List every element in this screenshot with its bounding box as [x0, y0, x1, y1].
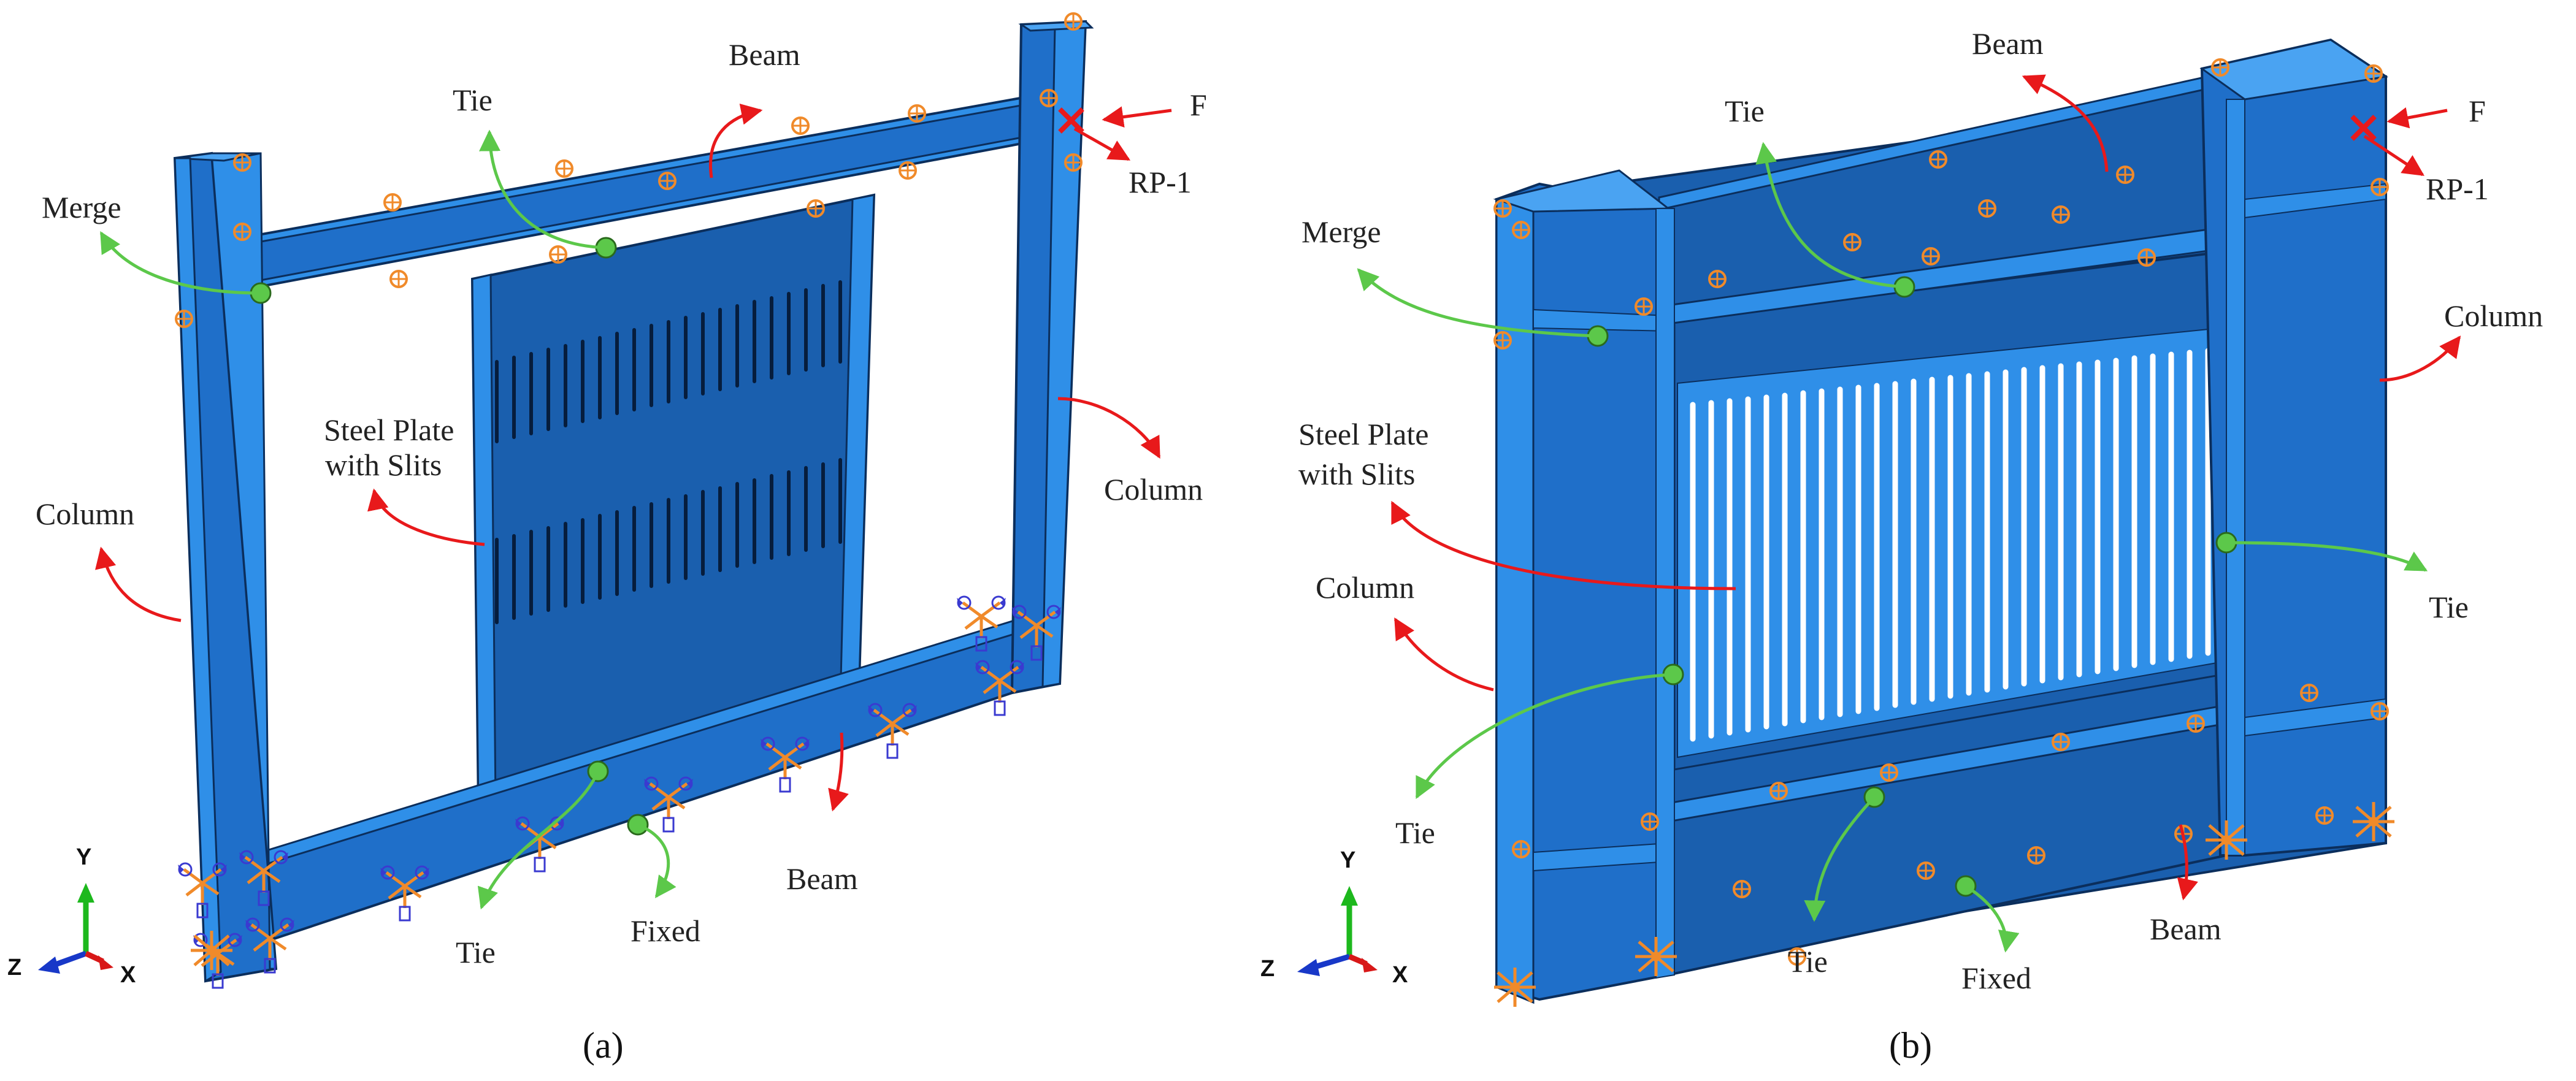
callout-plate-b [1390, 500, 1736, 590]
callout-col-left-a [95, 546, 182, 622]
callout-merge-b [1357, 268, 1598, 338]
plate-side-strip-left-a [471, 273, 497, 809]
rp1-marker-b [2350, 115, 2377, 141]
label-plate-line1-b: Steel Plate [1298, 417, 1428, 451]
left-column-outer-b [1495, 197, 1535, 1004]
slits-upper-a [495, 280, 842, 443]
callout-beam-bottom-a [828, 732, 849, 812]
caption-b: (b) [1889, 1025, 1932, 1066]
callout-beam-top-a [709, 104, 763, 178]
label-f-b: F [2469, 94, 2486, 128]
callout-f-a [1102, 106, 1172, 128]
label-column-left-a: Column [36, 497, 134, 531]
label-f-a: F [1190, 88, 1207, 122]
label-tie-right-b: Tie [2429, 590, 2469, 624]
label-column-left-b: Column [1316, 570, 1414, 605]
panel-a: Beam Tie F RP-1 Merge Steel Plate with S… [7, 12, 1207, 1066]
callout-plate-a [367, 488, 485, 546]
callout-rp-a [1073, 127, 1131, 161]
label-column-right-a: Column [1104, 472, 1203, 506]
label-beam-bottom-a: Beam [786, 861, 858, 896]
label-rp-a: RP-1 [1129, 165, 1192, 199]
panel-b: Beam Tie F RP-1 Merge Column Steel Plate… [1260, 26, 2543, 1066]
label-rp-b: RP-1 [2426, 172, 2489, 206]
axis-triad-a: Y Z X [7, 844, 136, 988]
callout-tie-top-a [479, 129, 607, 250]
axis-y-label-b: Y [1340, 847, 1355, 873]
left-column-stiff-b [1655, 208, 1675, 979]
axis-triad-b: Y Z X [1260, 847, 1408, 988]
label-tie-top-b: Tie [1725, 94, 1765, 128]
label-tie-top-a: Tie [453, 83, 493, 117]
label-tie-bottom-b: Tie [1788, 944, 1828, 979]
label-tie-left-b: Tie [1395, 816, 1435, 850]
right-column-web-b [2226, 99, 2245, 856]
callout-col-right-b [2379, 335, 2461, 382]
slits-b [1690, 348, 2211, 742]
label-merge-b: Merge [1301, 215, 1381, 249]
axis-z-label-a: Z [7, 955, 21, 980]
callout-tie-right-b [2226, 541, 2428, 572]
label-beam-bottom-b: Beam [2150, 912, 2221, 946]
axis-x-label-b: X [1392, 962, 1408, 988]
callout-tie-bottom-b [1804, 796, 1876, 922]
callout-fixed-a [637, 823, 677, 898]
callout-beam-top-b [2022, 74, 2109, 172]
right-column-cap-b [2199, 39, 2389, 101]
callout-merge-a [99, 231, 261, 295]
axis-z-label-b: Z [1260, 956, 1275, 982]
callout-beam-bottom-b [2177, 824, 2198, 901]
callout-f-b [2386, 107, 2448, 129]
callout-tie-top-b [1755, 142, 1905, 289]
label-plate-line1-a: Steel Plate [324, 413, 454, 447]
right-column-plate1-b [2244, 183, 2386, 219]
callout-tie-bottom-a [477, 771, 600, 910]
label-plate-line2-a: with Slits [325, 448, 442, 482]
rp1-marker-a [1058, 107, 1084, 134]
callout-tie-left-b [1415, 673, 1674, 800]
axis-x-label-a: X [120, 962, 136, 988]
callout-fixed-b [1965, 884, 2020, 953]
caption-a: (a) [583, 1025, 624, 1066]
label-beam-top-a: Beam [729, 37, 800, 72]
label-tie-bottom-a: Tie [456, 935, 496, 969]
callout-rp-b [2363, 134, 2425, 177]
callout-col-right-a [1057, 397, 1161, 459]
label-plate-line2-b: with Slits [1298, 457, 1415, 491]
callout-col-left-b [1393, 617, 1494, 692]
label-fixed-a: Fixed [631, 914, 700, 948]
label-beam-top-b: Beam [1972, 26, 2044, 61]
label-merge-a: Merge [42, 190, 121, 224]
slits-lower-a [495, 458, 842, 624]
label-column-right-b: Column [2444, 299, 2543, 333]
left-column-outer-a [174, 157, 222, 983]
label-fixed-b: Fixed [1961, 961, 2031, 995]
axis-y-label-a: Y [76, 844, 91, 870]
